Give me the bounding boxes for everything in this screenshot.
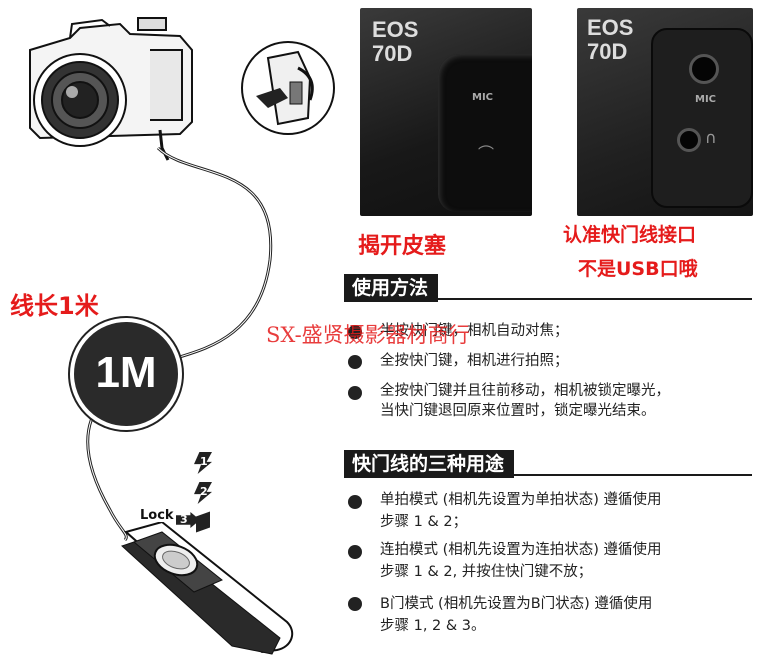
step-3-label: 3 [180,513,188,526]
port-panel [651,28,753,208]
remote-control [121,522,294,655]
remote-port-icon: ∩ [705,128,717,147]
usage-section-header: 使用方法 [344,274,752,302]
usage-item-1: 半按快门键，相机自动对焦； [380,323,569,339]
mic-label: MIC [472,92,494,103]
store-watermark: SX-盛贤摄影器材商行 [266,323,470,347]
modes-item-1: 单拍模式 (相机先设置为单拍状态) 遵循使用 步骤 1 & 2； [380,492,662,530]
modes-item-2: 连拍模式 (相机先设置为连拍状态) 遵循使用 步骤 1 & 2, 并按住快门键不… [380,542,662,580]
rubber-cover [438,54,532,212]
usage-bullet [348,325,362,339]
usage-title: 使用方法 [344,274,439,302]
camera-model-text: EOS 70D [587,15,634,64]
modes-bullet [348,495,362,509]
modes-section-header: 快门线的三种用途 [344,450,752,478]
length-badge-text: 1M [95,348,157,397]
usage-header-rule [344,298,752,300]
usage-item-2: 全按快门键，相机进行拍照； [380,353,569,369]
usage-bullet [348,386,362,400]
usage-item-3: 全按快门键并且往前移动，相机被锁定曝光， 当快门键退回原来位置时，锁定曝光结束。 [380,383,670,419]
mic-jack [689,54,719,84]
remote-jack [677,128,701,152]
lock-label: Lock [140,508,174,523]
step-2-label: 2 [200,485,208,498]
mic-label: MIC [695,94,717,105]
cable-length-label: 线长1米 [10,292,99,320]
modes-title: 快门线的三种用途 [344,450,515,478]
camera-model-text: EOS 70D [372,17,419,66]
headphone-icon: ⌒ [478,144,495,163]
camera-port-cover-photo: EOS 70D MIC ⌒ [360,8,532,216]
modes-item-3: B门模式 (相机先设置为B门状态) 遵循使用 步骤 1, 2 & 3。 [380,596,653,634]
step-1-label: 1 [200,455,208,468]
open-cover-caption: 揭开皮塞 [358,234,447,259]
length-badge: 1M [70,318,182,430]
camera-port-open-photo: EOS 70D MIC ∩ [577,8,753,216]
usage-bullet [348,355,362,369]
modes-bullet [348,597,362,611]
remote-cable [86,146,273,542]
port-hint-caption-2: 不是USB口哦 [578,258,698,280]
modes-bullet [348,545,362,559]
step-3-arrow [176,512,200,528]
plug-in-illustration [241,41,335,135]
camera-illustration [29,17,193,161]
port-hint-caption-1: 认准快门线接口 [563,224,697,246]
modes-header-rule [344,474,752,476]
